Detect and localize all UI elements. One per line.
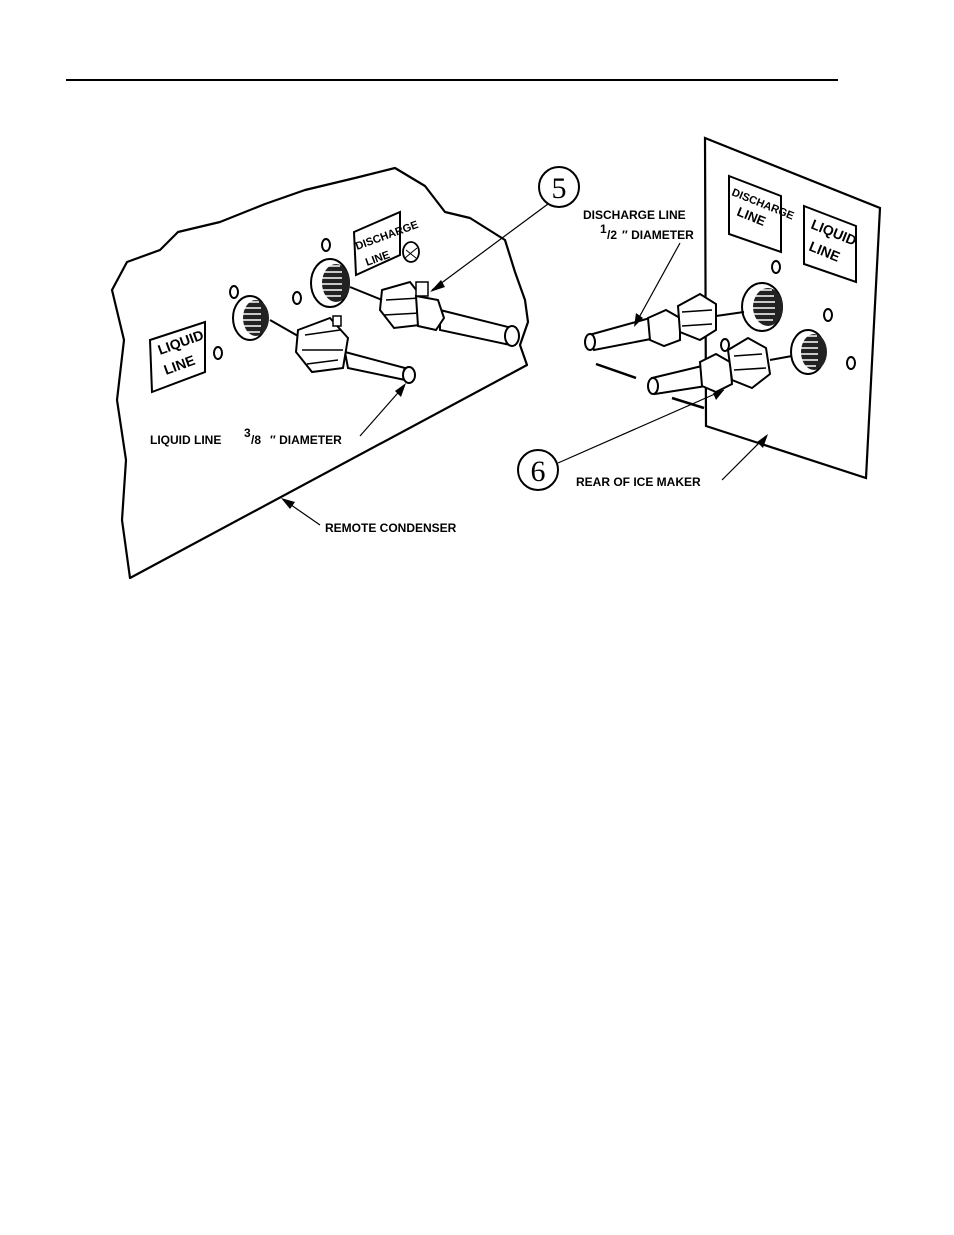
- liquid-line-diameter-label: LIQUID LINE 3 /8 ″ DIAMETER: [150, 426, 342, 447]
- left-discharge-line-tube: [349, 280, 520, 347]
- left-mounting-holes: [213, 238, 331, 360]
- leader-callout-5: [430, 203, 549, 292]
- svg-text:6: 6: [531, 455, 546, 488]
- panel-edge-dash: [595, 362, 637, 380]
- svg-text:LIQUID LINE: LIQUID LINE: [150, 433, 221, 447]
- remote-condenser-label: REMOTE CONDENSER: [325, 521, 457, 535]
- panel-edge-dash: [671, 396, 705, 410]
- right-liquid-threaded-fitting: [790, 329, 827, 375]
- right-liquid-line-tube: [647, 336, 793, 396]
- remote-condenser-panel: LIQUID LINE DISCHARGE LINE: [110, 166, 530, 580]
- svg-text:3: 3: [244, 426, 251, 440]
- left-discharge-threaded-fitting: [310, 258, 350, 308]
- left-discharge-cap: [402, 241, 420, 263]
- right-discharge-line-tube: [584, 292, 745, 352]
- leader-discharge-line: [634, 242, 681, 327]
- callout-5: 5: [538, 166, 580, 208]
- left-liquid-threaded-fitting: [232, 295, 269, 341]
- leader-rear-of-ice-maker: [721, 434, 768, 481]
- svg-text:1: 1: [600, 222, 607, 236]
- leader-liquid-line: [359, 383, 406, 437]
- right-mounting-holes: [720, 260, 856, 370]
- svg-text:/8: /8: [251, 433, 261, 447]
- right-discharge-threaded-fitting: [741, 282, 783, 332]
- svg-text:/2: /2: [607, 228, 617, 242]
- right-liquid-line-tag: LIQUID LINE: [803, 204, 859, 284]
- leader-callout-6: [557, 389, 725, 464]
- leader-remote-condenser: [281, 498, 321, 526]
- svg-text:″ DIAMETER: ″ DIAMETER: [622, 228, 694, 242]
- left-liquid-line-tag: LIQUID LINE: [148, 320, 206, 394]
- svg-text:5: 5: [552, 172, 567, 205]
- discharge-line-label: DISCHARGE LINE: [583, 208, 686, 222]
- ice-maker-rear-panel: DISCHARGE LINE LIQUID LINE: [584, 136, 882, 480]
- callout-6: 6: [517, 449, 559, 491]
- left-liquid-line-tube: [269, 315, 416, 384]
- svg-text:″ DIAMETER: ″ DIAMETER: [270, 433, 342, 447]
- discharge-diameter-label: 1 /2 ″ DIAMETER: [600, 222, 694, 242]
- rear-of-ice-maker-label: REAR OF ICE MAKER: [576, 475, 701, 489]
